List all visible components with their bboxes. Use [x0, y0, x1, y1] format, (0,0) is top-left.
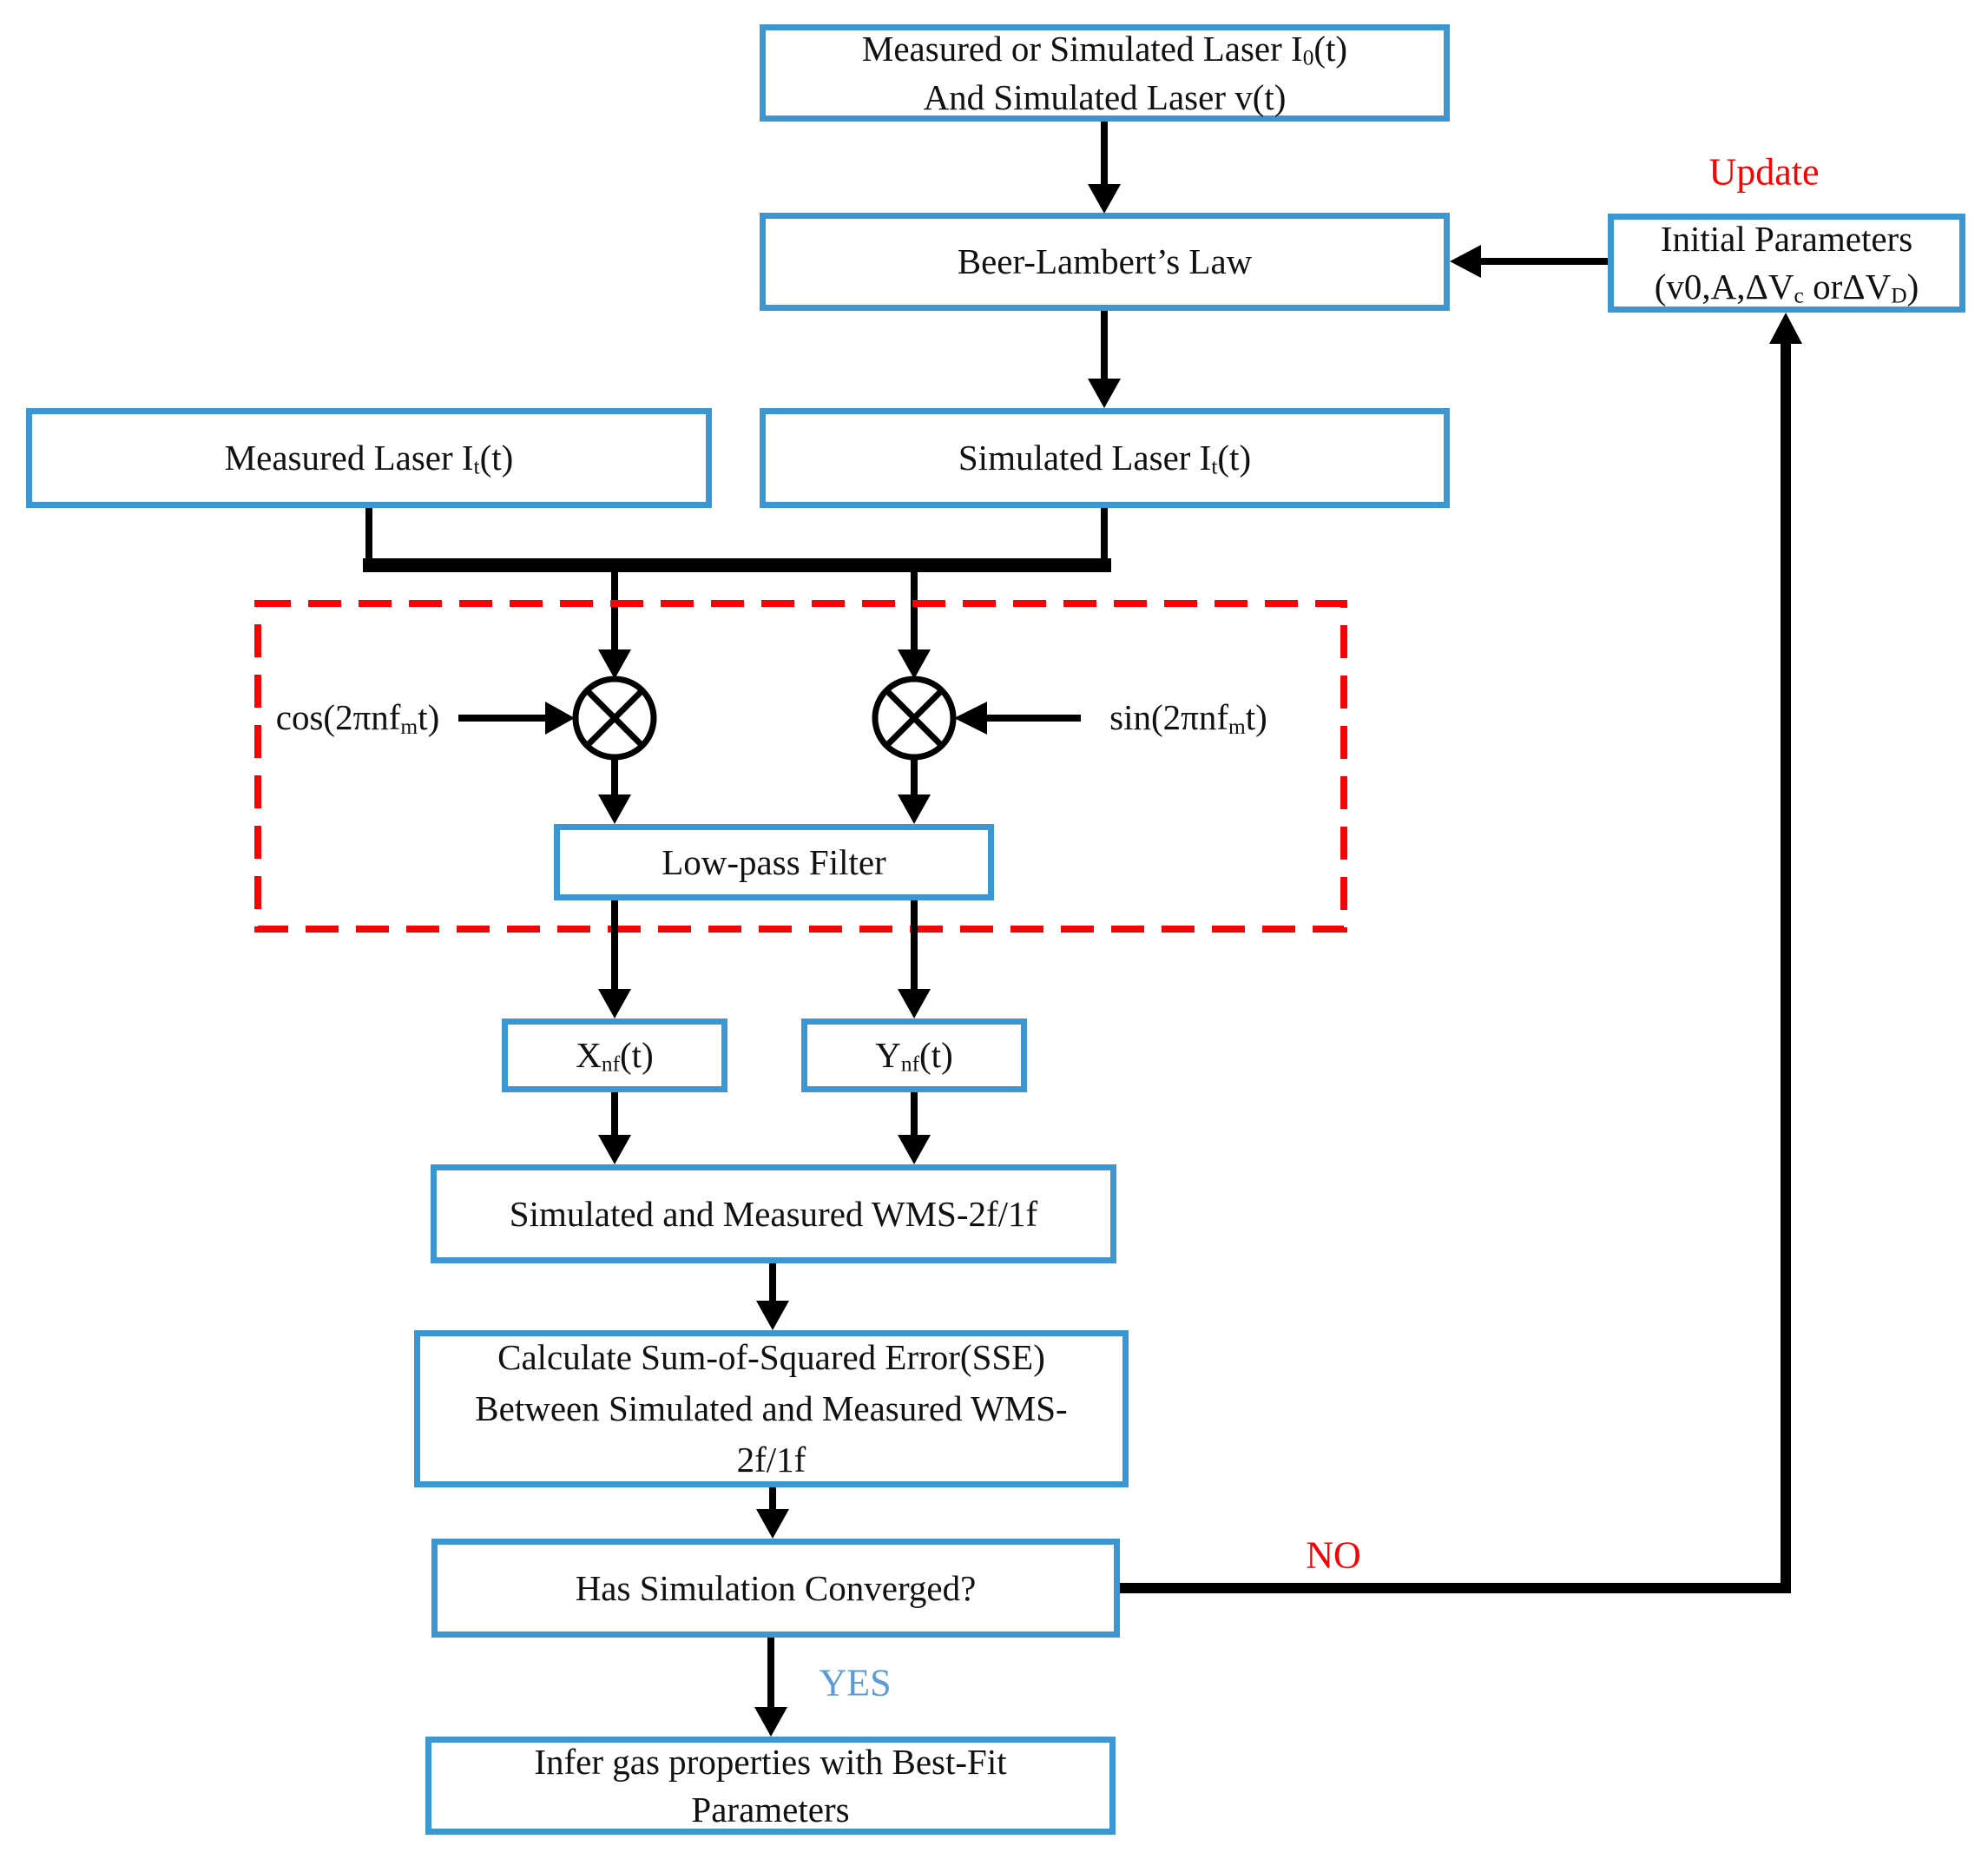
node-sse: Calculate Sum-of-Squared Error(SSE)Betwe…	[414, 1330, 1129, 1487]
arrowhead-yes-to-infer	[754, 1707, 787, 1737]
arrowhead-sse-to-converged	[756, 1509, 789, 1539]
arrowhead-sin-to-multiplier	[954, 702, 987, 735]
arrowhead-beer-to-simulated	[1088, 379, 1121, 408]
arrowhead-no-to-init	[1769, 313, 1802, 344]
arrowhead-multsin-to-lowpass	[898, 794, 931, 824]
arrowhead-drop-right	[898, 649, 931, 679]
node-laser-source: Measured or Simulated Laser I0(t)And Sim…	[760, 24, 1450, 122]
node-converged-decision: Has Simulation Converged?	[431, 1539, 1120, 1638]
node-initial-parameters: Initial Parameters(v0,A,ΔVc orΔVD)	[1608, 214, 1965, 313]
arrowhead-x-to-wms	[598, 1135, 631, 1164]
node-lowpass-filter: Low-pass Filter	[554, 824, 994, 900]
node-simulated-laser: Simulated Laser It(t)	[760, 408, 1450, 508]
arrowhead-cos-to-multiplier	[545, 702, 575, 735]
arrowhead-lowpass-to-x	[598, 989, 631, 1018]
arrowhead-wms-to-sse	[756, 1301, 789, 1330]
arrowhead-y-to-wms	[898, 1135, 931, 1164]
no-label: NO	[1306, 1533, 1361, 1577]
arrowhead-multcos-to-lowpass	[598, 794, 631, 824]
yes-label: YES	[819, 1661, 892, 1704]
multiplier-sin-x2	[885, 689, 944, 748]
multiplier-cos-x2	[585, 689, 644, 748]
arrowhead-drop-left	[598, 649, 631, 679]
node-y-component: Ynf(t)	[801, 1018, 1027, 1092]
node-x-component: Xnf(t)	[502, 1018, 727, 1092]
cos-modulation-label: cos(2πnfmt)	[275, 697, 440, 739]
update-label: Update	[1708, 150, 1820, 194]
node-wms-2f1f: Simulated and Measured WMS-2f/1f	[431, 1164, 1116, 1263]
node-beer-lambert: Beer-Lambert’s Law	[760, 213, 1450, 311]
arrowhead-source-to-beer	[1088, 184, 1121, 214]
sin-modulation-label: sin(2πnfmt)	[1109, 697, 1267, 739]
arrowhead-init-to-beer	[1450, 245, 1481, 278]
arrowhead-lowpass-to-y	[898, 989, 931, 1018]
node-measured-laser: Measured Laser It(t)	[26, 408, 712, 508]
